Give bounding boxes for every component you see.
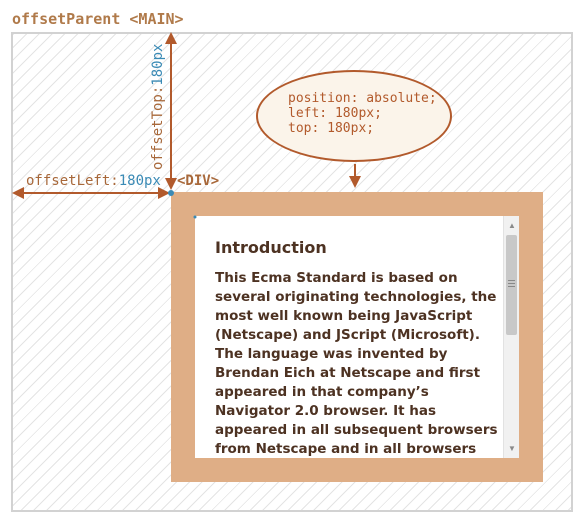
content-title: Introduction [215, 238, 327, 257]
arrow-head-annotation-icon [349, 176, 361, 188]
position-annotation-text: position: absolute; left: 180px; top: 18… [288, 91, 437, 136]
arrow-head-up-icon [165, 32, 177, 44]
scroll-down-icon[interactable]: ▼ [508, 444, 516, 453]
content-body: This Ecma Standard is based on several o… [215, 270, 498, 457]
arrow-head-down-icon [165, 178, 177, 190]
offset-parent-label: offsetParent <MAIN> [12, 10, 184, 28]
scroll-up-icon[interactable]: ▲ [508, 221, 516, 230]
offset-left-value: 180px [118, 173, 161, 189]
content-corner-dot-icon [193, 215, 197, 219]
offset-left-key: offsetLeft: [26, 173, 119, 189]
grip-icon [508, 280, 515, 287]
arrow-head-left-icon [12, 187, 24, 199]
arrow-head-right-icon [158, 187, 170, 199]
div-content-area[interactable]: Introduction This Ecma Standard is based… [195, 216, 519, 458]
scroll-thumb[interactable] [506, 235, 517, 335]
offset-left-label: offsetLeft:180px [26, 173, 161, 189]
vertical-scrollbar[interactable]: ▲ ▼ [503, 216, 519, 458]
div-label: <DIV> [177, 173, 220, 189]
origin-dot-icon [168, 190, 174, 196]
position-annotation-ellipse [256, 70, 452, 162]
